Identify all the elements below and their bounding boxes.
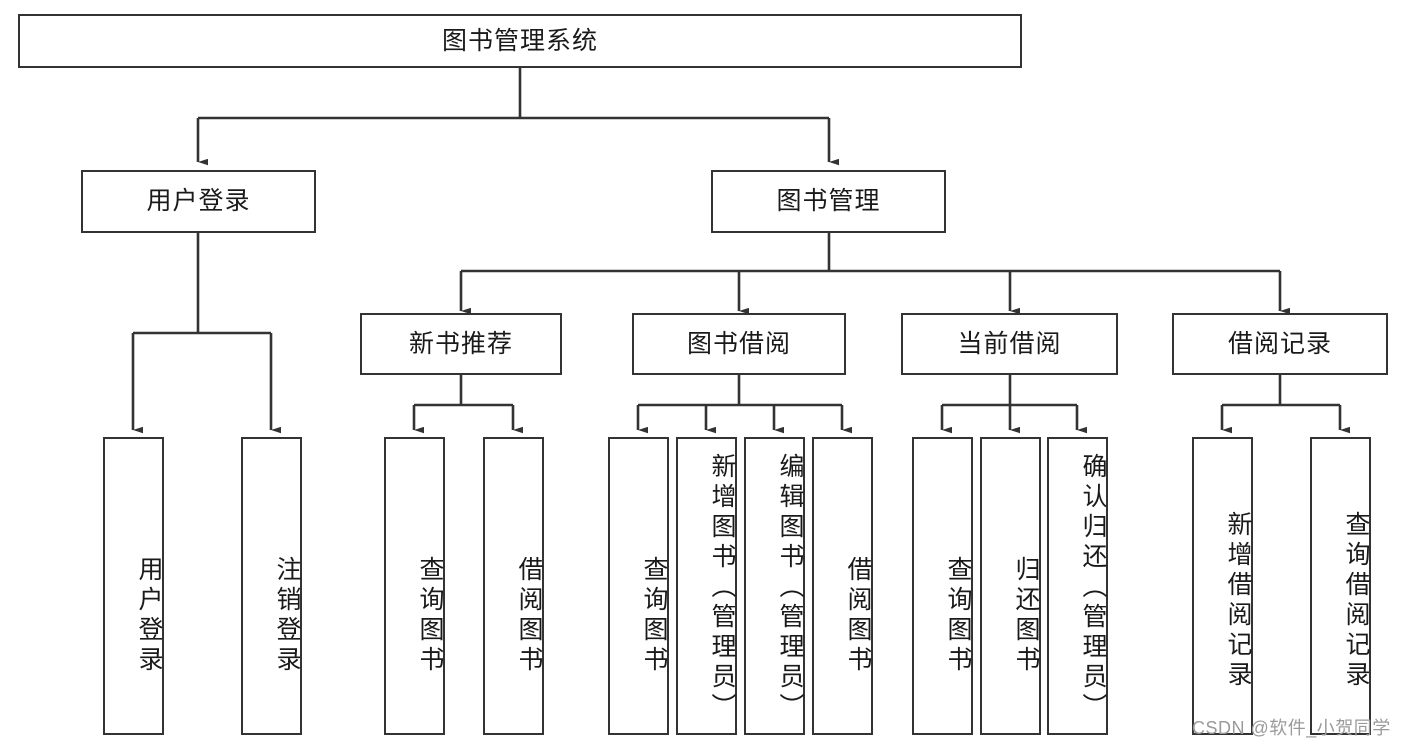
leaf-borrow-book[interactable]: 借阅图书 xyxy=(812,437,873,735)
node-label: 查询借阅记录 xyxy=(1342,511,1370,691)
leaf-borrow-book-recommend[interactable]: 借阅图书 xyxy=(483,437,544,735)
leaf-add-book-admin[interactable]: 新增图书（管理员） xyxy=(676,437,737,735)
node-label: 图书管理系统 xyxy=(441,26,598,55)
leaf-user-login[interactable]: 用户登录 xyxy=(103,437,164,735)
node-label: 图书管理 xyxy=(776,187,881,216)
node-book-borrow[interactable]: 图书借阅 xyxy=(632,313,846,375)
node-label: 借阅图书 xyxy=(844,556,872,676)
node-borrow-record[interactable]: 借阅记录 xyxy=(1172,313,1388,375)
node-new-book-recommend[interactable]: 新书推荐 xyxy=(360,313,562,375)
node-label: 用户登录 xyxy=(135,556,163,676)
leaf-add-borrow-record[interactable]: 新增借阅记录 xyxy=(1192,437,1253,735)
node-user-login[interactable]: 用户登录 xyxy=(81,170,316,233)
leaf-query-book-current[interactable]: 查询图书 xyxy=(912,437,973,735)
leaf-confirm-return-admin[interactable]: 确认归还（管理员） xyxy=(1047,437,1108,735)
leaf-query-book-recommend[interactable]: 查询图书 xyxy=(384,437,445,735)
leaf-query-borrow-record[interactable]: 查询借阅记录 xyxy=(1310,437,1371,735)
node-label: 新增借阅记录 xyxy=(1224,511,1252,691)
node-root-book-management-system[interactable]: 图书管理系统 xyxy=(18,14,1022,68)
node-label: 借阅记录 xyxy=(1227,329,1332,358)
node-label: 图书借阅 xyxy=(686,329,791,358)
node-label: 查询图书 xyxy=(640,556,668,676)
node-current-borrow[interactable]: 当前借阅 xyxy=(901,313,1118,375)
leaf-query-book-borrow[interactable]: 查询图书 xyxy=(608,437,669,735)
node-label: 查询图书 xyxy=(416,556,444,676)
node-label: 确认归还（管理员） xyxy=(1079,453,1107,723)
node-label: 编辑图书（管理员） xyxy=(776,453,804,723)
node-label: 用户登录 xyxy=(146,187,251,216)
node-label: 新增图书（管理员） xyxy=(708,453,736,723)
leaf-edit-book-admin[interactable]: 编辑图书（管理员） xyxy=(744,437,805,735)
leaf-logout[interactable]: 注销登录 xyxy=(241,437,302,735)
node-book-management[interactable]: 图书管理 xyxy=(711,170,946,233)
node-label: 当前借阅 xyxy=(957,329,1062,358)
node-label: 借阅图书 xyxy=(515,556,543,676)
node-label: 归还图书 xyxy=(1012,556,1040,676)
leaf-return-book[interactable]: 归还图书 xyxy=(980,437,1041,735)
node-label: 查询图书 xyxy=(944,556,972,676)
node-label: 新书推荐 xyxy=(408,329,513,358)
csdn-watermark: CSDN @软件_小贺同学 xyxy=(1192,718,1391,738)
node-label: 注销登录 xyxy=(273,556,301,676)
